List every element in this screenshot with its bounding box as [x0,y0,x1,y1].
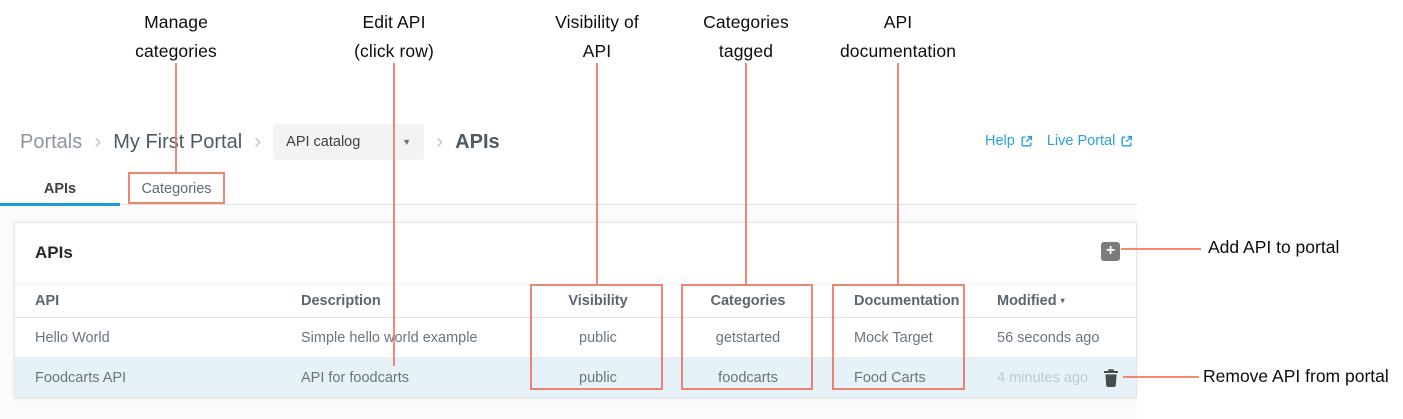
column-header-visibility: Visibility [568,293,628,309]
cell-categories: foodcarts [718,369,778,386]
cell-description: Simple hello world example [301,329,478,346]
cell-api: Foodcarts API [35,369,127,386]
annotation-text: (click row) [354,41,434,61]
column-header-modified-label: Modified [997,293,1057,309]
column-header-modified[interactable]: Modified▾ [997,293,1065,309]
annotation-text: Visibility of [555,12,639,32]
annotation-box-categories-tab [128,172,225,204]
help-link-label: Help [985,133,1015,149]
annotation-text: API [883,12,913,32]
annotation-text: tagged [718,41,774,61]
cell-categories: getstarted [715,329,781,346]
card-title: APIs [35,243,73,262]
annotation-line-documentation [897,63,899,284]
table-row-highlighted[interactable]: Foodcarts API API for foodcarts public f… [15,358,1136,397]
top-links: Help Live Portal [985,133,1133,149]
external-link-icon [1021,135,1032,147]
cell-visibility: public [579,329,617,346]
tab-bar: APIs Categories [0,172,1137,206]
tab-categories[interactable]: Categories [128,172,225,205]
column-header-documentation: Documentation [854,293,960,309]
cell-documentation: Food Carts [854,369,926,386]
annotation-label-manage-categories: Manage categories [76,8,276,66]
annotation-text: API [582,41,612,61]
annotation-box-documentation-column [832,284,965,390]
apis-card: APIs + API Description Visibility Catego… [14,222,1137,398]
cell-visibility: public [579,369,617,386]
column-header-description: Description [301,293,381,309]
add-api-button[interactable]: + [1101,242,1120,261]
annotation-label-remove-api: Remove API from portal [1203,366,1389,386]
tab-apis[interactable]: APIs [0,172,120,206]
breadcrumb-current-apis: APIs [455,130,500,153]
chevron-right-icon: › [436,130,444,153]
cell-documentation: Mock Target [854,329,933,346]
live-portal-link-label: Live Portal [1046,133,1116,149]
live-portal-link[interactable]: Live Portal [1047,133,1134,149]
annotation-label-add-api: Add API to portal [1208,237,1340,257]
annotation-box-visibility-column [530,284,663,390]
chevron-down-icon: ▼ [402,137,412,147]
annotation-label-visibility: Visibility of API [497,8,697,66]
annotation-line-categories [745,63,747,284]
chevron-right-icon: › [254,130,262,153]
trash-icon [1104,369,1118,387]
catalog-dropdown[interactable]: API catalog ▼ [273,124,425,160]
annotation-box-categories-column [681,284,813,390]
breadcrumb-my-first-portal[interactable]: My First Portal [113,130,243,153]
remove-api-button[interactable] [1102,368,1122,388]
annotation-line-remove-api [1123,376,1199,378]
tab-categories-label: Categories [141,180,212,197]
annotation-line-add-api [1121,248,1201,250]
catalog-dropdown-value: API catalog [286,134,361,150]
active-tab-underline [0,203,120,206]
table-row[interactable]: Hello World Simple hello world example p… [15,318,1136,358]
column-header-categories: Categories [710,293,786,309]
annotation-label-categories-tagged: Categories tagged [646,8,846,66]
column-header-api: API [35,293,60,309]
cell-api: Hello World [35,329,110,346]
breadcrumb: Portals › My First Portal › API catalog … [20,124,500,160]
sort-descending-icon: ▾ [1060,296,1065,305]
cell-modified: 56 seconds ago [997,329,1100,346]
help-link[interactable]: Help [985,133,1033,149]
annotation-text: documentation [839,41,957,61]
annotation-text: Manage [144,12,208,32]
cell-modified: 4 minutes ago [997,369,1089,386]
external-link-icon [1121,135,1133,147]
breadcrumb-portals[interactable]: Portals [20,130,83,153]
annotation-line-edit-api [393,63,395,366]
annotation-line-visibility [596,63,598,284]
annotation-label-edit-api: Edit API (click row) [294,8,494,66]
annotation-label-api-documentation: API documentation [798,8,998,66]
annotation-text: Edit API [362,12,426,32]
annotation-text: categories [135,41,217,61]
tab-apis-label: APIs [43,180,77,197]
annotation-line-manage-categories [175,63,177,172]
cell-description: API for foodcarts [301,369,409,386]
annotation-text: Categories [703,12,789,32]
chevron-right-icon: › [94,130,102,153]
